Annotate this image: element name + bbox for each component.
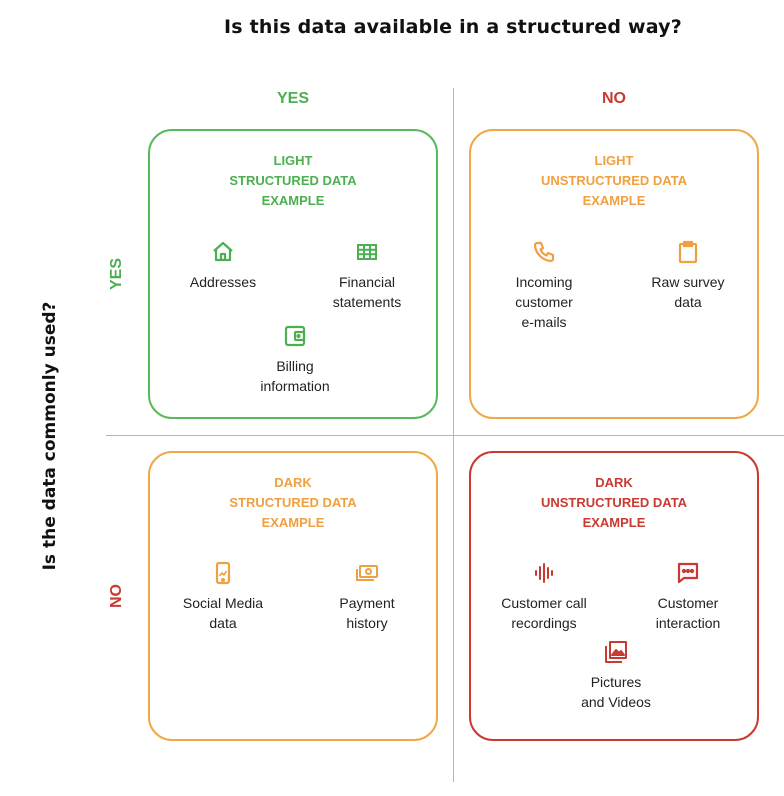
quadrant-light-structured: LIGHT STRUCTURED DATA EXAMPLE Addresses … [148,129,438,419]
quadrant-title-line: EXAMPLE [582,193,646,208]
item-label: Customer interaction [655,595,721,631]
quadrant-light-unstructured: LIGHT UNSTRUCTURED DATA EXAMPLE Incoming… [469,129,759,419]
photo-library-icon [604,640,628,664]
item-addresses: Addresses [158,240,288,292]
item-label: Pictures and Videos [581,674,651,710]
column-label-yes: YES [276,90,309,107]
item-social-media-data: Social Media data [158,561,288,633]
horizontal-divider [106,435,784,436]
item-label: Addresses [189,274,257,290]
item-incoming-emails: Incoming customer e-mails [479,240,609,332]
quadrant-title-line: UNSTRUCTURED DATA [540,495,688,510]
quadrant-title-line: LIGHT [594,153,634,168]
quadrant-title-line: LIGHT [273,153,313,168]
home-icon [211,240,235,264]
money-icon [355,561,379,585]
quadrant-title-line: STRUCTURED DATA [229,495,357,510]
quadrant-dark-structured: DARK STRUCTURED DATA EXAMPLE Social Medi… [148,451,438,741]
item-label: Customer call recordings [501,595,587,631]
quadrant-dark-unstructured: DARK UNSTRUCTURED DATA EXAMPLE Customer … [469,451,759,741]
main-title: Is this data available in a structured w… [224,16,682,38]
row-label-yes: YES [108,257,125,291]
item-billing-information: Billing information [230,324,360,396]
quadrant-title-line: DARK [274,475,312,490]
y-axis-title: Is the data commonly used? [40,301,60,571]
item-customer-call-recordings: Customer call recordings [479,561,609,633]
quadrant-title-line: UNSTRUCTURED DATA [540,173,688,188]
quadrant-title-line: STRUCTURED DATA [229,173,357,188]
wallet-icon [283,324,307,348]
item-label: Raw survey data [651,274,725,310]
item-label: Social Media data [182,595,264,631]
item-label: Billing information [260,358,330,394]
smartphone-chart-icon [211,561,235,585]
quadrant-title-line: EXAMPLE [261,515,325,530]
grid-icon [355,240,379,264]
quadrant-title: LIGHT UNSTRUCTURED DATA EXAMPLE [471,151,757,211]
audio-wave-icon [532,561,556,585]
item-payment-history: Payment history [302,561,432,633]
item-label: Incoming customer e-mails [515,274,573,330]
phone-icon [532,240,556,264]
quadrant-title-line: DARK [595,475,633,490]
item-label: Financial statements [332,274,402,310]
column-label-no: NO [602,90,626,107]
item-pictures-and-videos: Pictures and Videos [551,640,681,712]
quadrant-title-line: EXAMPLE [261,193,325,208]
row-label-no: NO [108,584,125,608]
item-customer-interaction: Customer interaction [623,561,753,633]
chat-icon [676,561,700,585]
item-raw-survey-data: Raw survey data [623,240,753,312]
quadrant-title: DARK UNSTRUCTURED DATA EXAMPLE [471,473,757,533]
item-label: Payment history [339,595,395,631]
clipboard-icon [676,240,700,264]
quadrant-title: DARK STRUCTURED DATA EXAMPLE [150,473,436,533]
item-financial-statements: Financial statements [302,240,432,312]
quadrant-title: LIGHT STRUCTURED DATA EXAMPLE [150,151,436,211]
quadrant-title-line: EXAMPLE [582,515,646,530]
